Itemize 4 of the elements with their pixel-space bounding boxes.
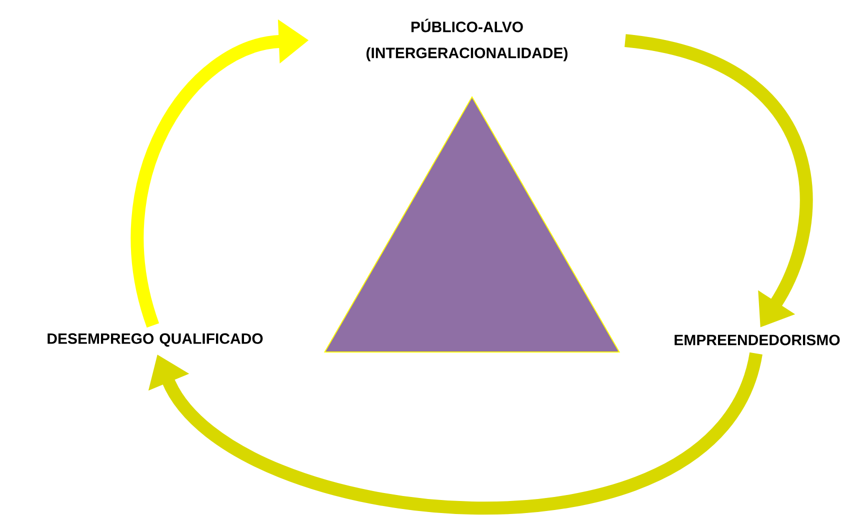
node-label: PÚBLICO-ALVO (INTERGERACIONALIDADE) <box>366 18 568 62</box>
node-label: EMPREENDEDORISMO <box>674 334 840 346</box>
curved-arrow <box>148 351 762 514</box>
node-label: DESEMPREGO QUALIFICADO <box>48 333 263 347</box>
